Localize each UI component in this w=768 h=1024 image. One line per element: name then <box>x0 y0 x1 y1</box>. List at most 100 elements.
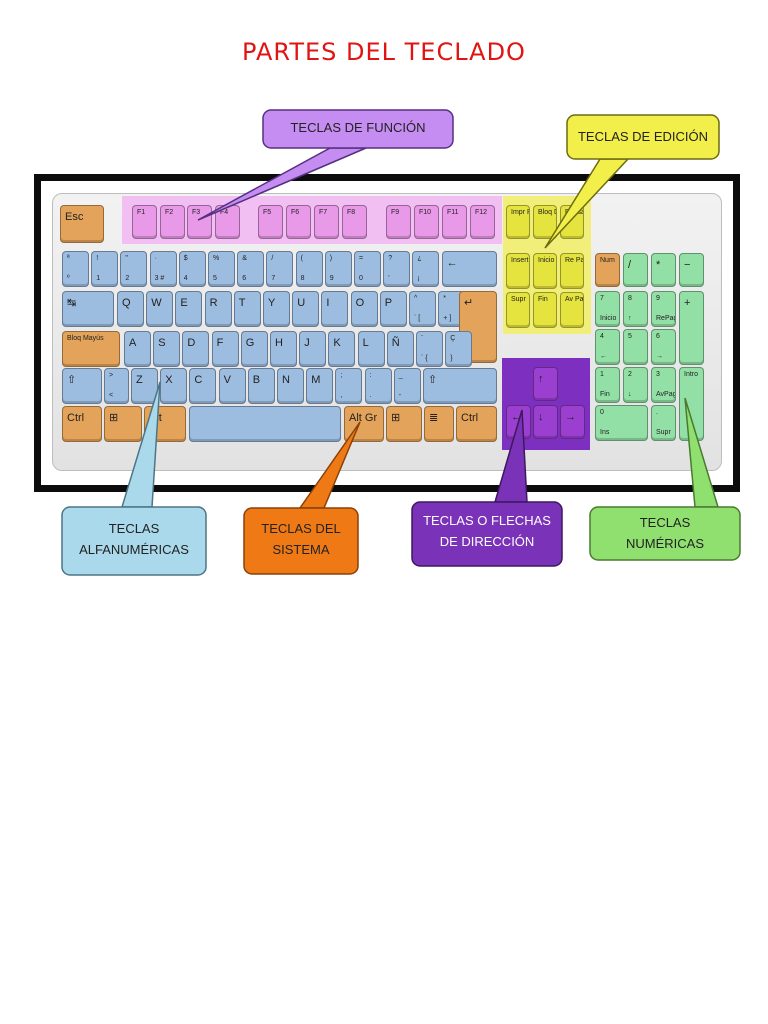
function-key-f11[interactable]: F11 <box>442 205 467 239</box>
number-row-key-6[interactable]: &6 <box>237 251 265 287</box>
num-6-key[interactable]: 6→ <box>651 329 676 365</box>
alt-key[interactable]: Alt <box>144 406 186 442</box>
letter-key-i[interactable]: I <box>321 291 349 327</box>
row-a-extra-key-1[interactable]: Ç} <box>445 331 473 367</box>
num-divide-key[interactable]: / <box>623 253 648 287</box>
letter-key-s[interactable]: S <box>153 331 181 367</box>
print-screen-key[interactable]: Impr Pant <box>506 205 530 239</box>
num-5-key[interactable]: 5 <box>623 329 648 365</box>
function-key-f8[interactable]: F8 <box>342 205 367 239</box>
right-windows-key[interactable]: ⊞ <box>386 406 422 442</box>
num-minus-key[interactable]: − <box>679 253 704 287</box>
pause-key[interactable]: Pausa <box>560 205 584 239</box>
number-row-key-4[interactable]: $4 <box>178 251 206 287</box>
letter-key-u[interactable]: U <box>292 291 320 327</box>
function-key-f12[interactable]: F12 <box>470 205 495 239</box>
letter-key-a[interactable]: A <box>124 331 151 367</box>
number-row-key-7[interactable]: /7 <box>266 251 294 287</box>
home-key[interactable]: Inicio <box>533 253 557 289</box>
number-row-key-5[interactable]: %5 <box>208 251 235 287</box>
scroll-lock-key[interactable]: Bloq Despl <box>533 205 557 239</box>
number-row-key-12[interactable]: ¿¡ <box>412 251 440 287</box>
num-2-key[interactable]: 2↓ <box>623 367 648 403</box>
left-ctrl-key[interactable]: Ctrl <box>62 406 102 442</box>
page-down-key[interactable]: Av Pag <box>560 292 584 328</box>
letter-key-e[interactable]: E <box>175 291 203 327</box>
function-key-f10[interactable]: F10 <box>414 205 439 239</box>
letter-key-m[interactable]: M <box>306 368 334 404</box>
letter-key-b[interactable]: B <box>247 368 275 404</box>
left-shift-key[interactable]: ⇧ <box>62 368 102 404</box>
letter-key-j[interactable]: J <box>299 331 327 367</box>
row-a-extra-key-0[interactable]: ¨´ { <box>416 331 443 367</box>
letter-key-d[interactable]: D <box>182 331 210 367</box>
letter-key-w[interactable]: W <box>146 291 174 327</box>
menu-key[interactable]: ≣ <box>424 406 454 442</box>
num-enter-key[interactable]: Intro <box>679 367 704 441</box>
num-multiply-key[interactable]: * <box>651 253 676 287</box>
function-key-f6[interactable]: F6 <box>286 205 311 239</box>
page-up-key[interactable]: Re Pag <box>560 253 584 289</box>
function-key-f4[interactable]: F4 <box>215 205 240 239</box>
left-windows-key[interactable]: ⊞ <box>104 406 142 442</box>
end-key[interactable]: Fin <box>533 292 557 328</box>
num-decimal-key[interactable]: .Supr <box>651 405 676 441</box>
arrow-right-key[interactable]: → <box>560 405 585 439</box>
num-plus-key[interactable]: + <box>679 291 704 365</box>
letter-key-r[interactable]: R <box>204 291 232 327</box>
function-key-f3[interactable]: F3 <box>187 205 212 239</box>
letter-key-q[interactable]: Q <box>117 291 144 327</box>
backspace-key[interactable]: ← <box>441 251 497 287</box>
function-key-f9[interactable]: F9 <box>386 205 411 239</box>
letter-key-n[interactable]: N <box>277 368 304 404</box>
number-row-key-8[interactable]: (8 <box>295 251 323 287</box>
space-bar[interactable] <box>189 406 341 442</box>
letter-key-p[interactable]: P <box>379 291 407 327</box>
number-row-key-2[interactable]: "2 <box>120 251 148 287</box>
alt-gr-key[interactable]: Alt Gr <box>344 406 384 442</box>
right-shift-key[interactable]: ⇧ <box>423 368 497 404</box>
esc-key[interactable]: Esc <box>60 205 104 243</box>
right-ctrl-key[interactable]: Ctrl <box>456 406 497 442</box>
number-row-key-10[interactable]: =0 <box>354 251 381 287</box>
number-row-key-9[interactable]: )9 <box>324 251 352 287</box>
letter-key-y[interactable]: Y <box>263 291 290 327</box>
row-z-extra-key-2[interactable]: _- <box>393 368 421 404</box>
letter-key-c[interactable]: C <box>189 368 217 404</box>
caps-lock-key[interactable]: Bloq Mayús <box>62 331 120 367</box>
letter-key-ñ[interactable]: Ñ <box>386 331 414 367</box>
less-than-key[interactable]: >< <box>104 368 129 404</box>
arrow-down-key[interactable]: ↓ <box>533 405 558 439</box>
letter-key-t[interactable]: T <box>233 291 261 327</box>
delete-key[interactable]: Supr <box>506 292 530 328</box>
letter-key-l[interactable]: L <box>357 331 385 367</box>
num-8-key[interactable]: 8↑ <box>623 291 648 327</box>
letter-key-f[interactable]: F <box>211 331 239 367</box>
letter-key-h[interactable]: H <box>270 331 297 367</box>
number-row-key-11[interactable]: ?' <box>383 251 411 287</box>
letter-key-o[interactable]: O <box>350 291 378 327</box>
tab-key[interactable]: ↹ <box>62 291 114 327</box>
row-q-extra-key-0[interactable]: ^` [ <box>409 291 436 327</box>
letter-key-g[interactable]: G <box>240 331 268 367</box>
insert-key[interactable]: Insert <box>506 253 530 289</box>
row-z-extra-key-1[interactable]: :. <box>364 368 392 404</box>
arrow-left-key[interactable]: ← <box>506 405 531 439</box>
function-key-f5[interactable]: F5 <box>258 205 283 239</box>
letter-key-x[interactable]: X <box>160 368 188 404</box>
function-key-f7[interactable]: F7 <box>314 205 339 239</box>
function-key-f2[interactable]: F2 <box>160 205 185 239</box>
num-lock-key[interactable]: Num <box>595 253 620 287</box>
arrow-up-key[interactable]: ↑ <box>533 367 558 401</box>
number-row-key-1[interactable]: !1 <box>91 251 119 287</box>
letter-key-v[interactable]: V <box>218 368 246 404</box>
number-row-key-3[interactable]: ·3 # <box>149 251 177 287</box>
row-z-extra-key-0[interactable]: ;, <box>335 368 363 404</box>
num-4-key[interactable]: 4← <box>595 329 620 365</box>
